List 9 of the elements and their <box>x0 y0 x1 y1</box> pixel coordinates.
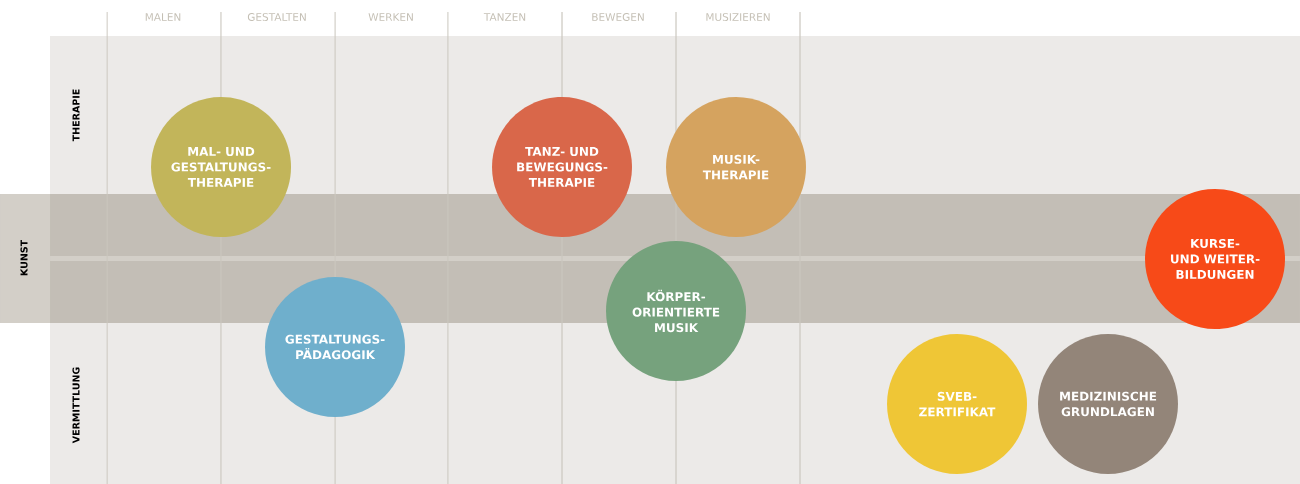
column-heading: MUSIZIEREN <box>706 13 770 21</box>
column-heading: MALEN <box>145 13 181 21</box>
column-heading: GESTALTEN <box>247 13 306 21</box>
row-heading: THERAPIE <box>72 89 80 142</box>
row-heading: KUNST <box>20 239 28 276</box>
column-heading: BEWEGEN <box>592 13 644 21</box>
column-heading: TANZEN <box>483 13 526 21</box>
row-heading: VERMITTLUNG <box>72 367 80 444</box>
column-heading: WERKEN <box>368 13 413 21</box>
